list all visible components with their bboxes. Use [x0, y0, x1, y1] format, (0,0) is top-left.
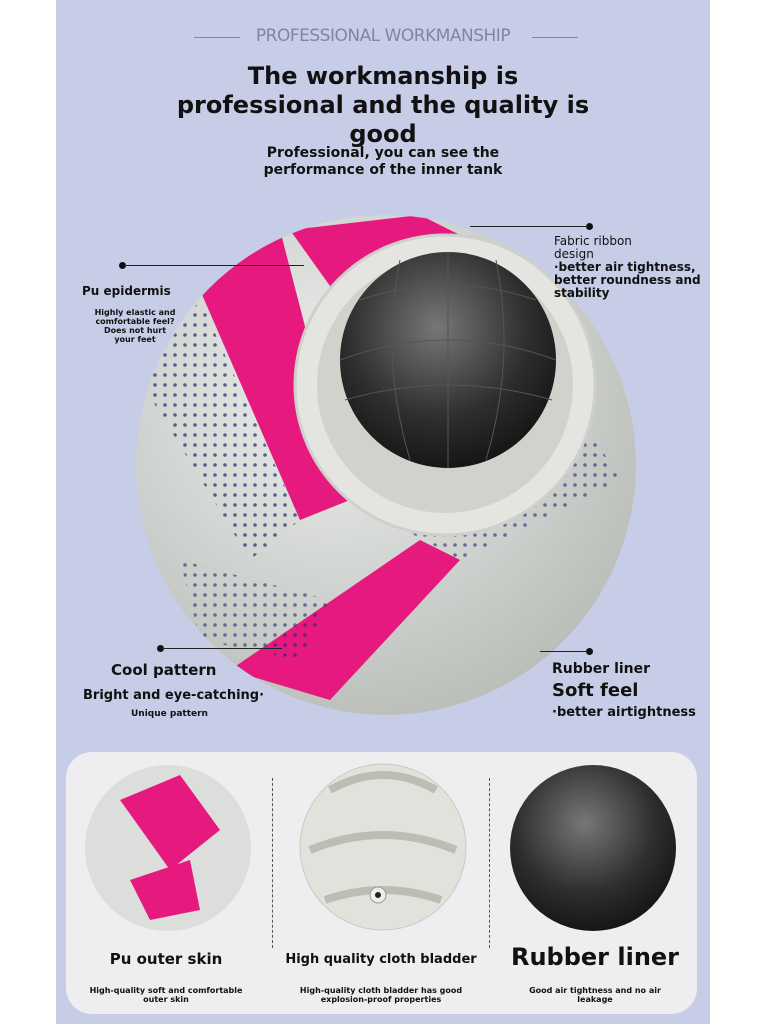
desc-line: explosion-proof properties: [320, 995, 442, 1004]
desc-line: High-quality soft and comfortable: [89, 986, 243, 995]
layer-name: Pu outer skin: [109, 950, 223, 968]
pu-epidermis-desc: Highly elastic and comfortable feel? Doe…: [90, 308, 180, 344]
callout-line: [470, 226, 588, 227]
callout-line: [162, 648, 282, 649]
fabric-desc: better roundness and: [554, 273, 701, 287]
fabric-desc: ·better air tightness,: [554, 260, 696, 274]
desc-line: outer skin: [143, 995, 189, 1004]
cool-pattern-label: Cool pattern: [111, 661, 217, 679]
subtitle-line: Professional, you can see the: [266, 145, 500, 161]
page-title: The workmanship is professional and the …: [176, 62, 590, 148]
section-kicker: PROFESSIONAL WORKMANSHIP: [255, 26, 511, 46]
desc-line: Good air tightness and no air: [529, 986, 661, 995]
fabric-title: Fabric ribbon: [554, 234, 632, 248]
rubber-liner-desc: ·better airtightness: [552, 705, 696, 720]
callout-line: [540, 651, 588, 652]
desc-line: comfortable feel?: [95, 317, 175, 326]
cool-pattern-desc: Bright and eye-catching·: [83, 688, 265, 703]
soft-feel-label: Soft feel: [552, 680, 639, 701]
callout-dot: [119, 262, 126, 269]
desc-line: leakage: [577, 995, 613, 1004]
layer-name: Rubber liner: [510, 943, 680, 971]
cool-pattern-sub: Unique pattern: [131, 709, 208, 719]
desc-line: your feet: [114, 335, 156, 344]
callout-dot: [586, 223, 593, 230]
divider: [532, 37, 578, 38]
subtitle: Professional, you can see the performanc…: [56, 145, 710, 179]
desc-line: Highly elastic and: [94, 308, 176, 317]
fabric-ribbon-callout: Fabric ribbon design ·better air tightne…: [554, 235, 701, 300]
desc-line: High-quality cloth bladder has good: [299, 986, 463, 995]
rubber-liner-image: [510, 765, 676, 931]
callout-line: [124, 265, 304, 266]
divider: [489, 778, 490, 948]
divider: [194, 37, 240, 38]
subtitle-line: performance of the inner tank: [263, 162, 503, 178]
pu-epidermis-label: Pu epidermis: [82, 284, 171, 298]
layer-name: High quality cloth bladder: [285, 952, 477, 967]
desc-line: Does not hurt: [103, 326, 167, 335]
rubber-liner-label: Rubber liner: [552, 661, 651, 677]
divider: [272, 778, 273, 948]
callout-dot: [157, 645, 164, 652]
fabric-desc: stability: [554, 286, 610, 300]
callout-dot: [586, 648, 593, 655]
cloth-bladder-image: [299, 763, 467, 931]
fabric-title: design: [554, 247, 594, 261]
